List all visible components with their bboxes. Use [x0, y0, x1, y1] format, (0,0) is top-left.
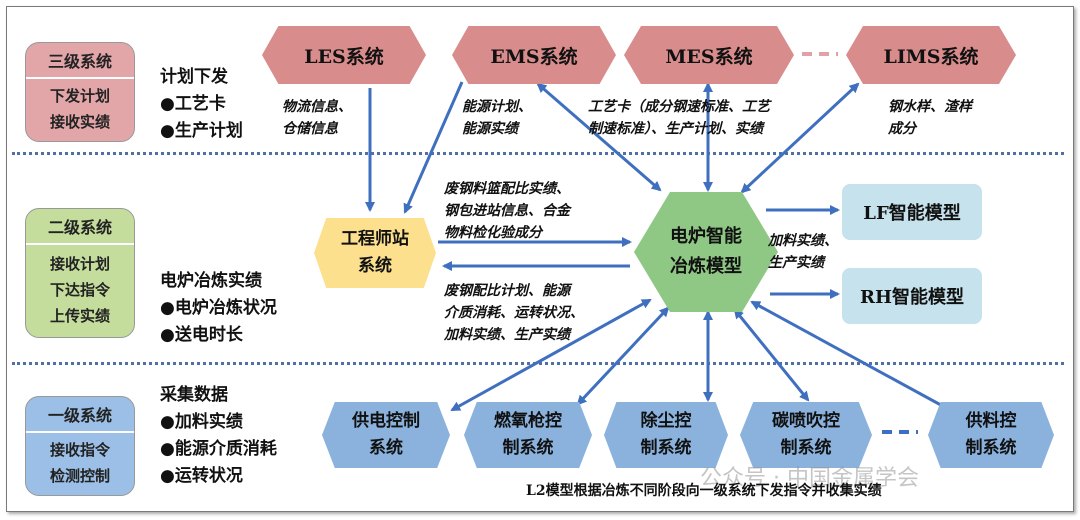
node-label: 碳喷吹控 [772, 411, 840, 431]
label-line: 钢水样、渣样 [888, 99, 972, 115]
label-line: 加料实绩、 [768, 233, 838, 249]
level-1-title: 一级系统 [26, 397, 134, 433]
lf-model-node: LF智能模型 [842, 184, 982, 240]
description-line: 电炉冶炼实绩 [160, 271, 262, 291]
to-center-label: 废钢料篮配比实绩、 钢包进站信息、合金 物料检化验成分 [444, 178, 570, 244]
label-line: 介质消耗、运转状况、 [444, 305, 584, 321]
lims-system-node: LIMS系统 [846, 26, 1016, 84]
level-2-line: 接收计划 [49, 255, 110, 273]
level-2-description: 电炉冶炼实绩 ●电炉冶炼状况 ●送电时长 [160, 268, 277, 349]
node-label: 供料控 [965, 411, 1017, 431]
description-line: ●电炉冶炼状况 [160, 298, 277, 318]
les-system-node: LES系统 [262, 26, 426, 84]
description-line: 计划下发 [160, 67, 228, 87]
bottom-note: L2模型根据冶炼不同阶段向一级系统下发指令并收集实绩 [526, 483, 882, 499]
oxy-lance-control-node: 燃氧枪控制系统 [464, 402, 592, 468]
label-line: 生产实绩 [768, 255, 824, 271]
description-line: 采集数据 [160, 385, 228, 405]
level-3-line: 接收实绩 [49, 113, 110, 131]
label-line: 仓储信息 [282, 121, 338, 137]
label-line: 能源实绩 [462, 121, 518, 137]
to-engineer-label: 废钢配比计划、能源 介质消耗、运转状况、 加料实绩、生产实绩 [444, 280, 584, 346]
center-label: 电炉智能 [670, 226, 742, 247]
arrow-center-feed [750, 300, 952, 412]
dust-removal-control-node: 除尘控制系统 [604, 402, 728, 468]
node-label: 系统 [369, 438, 403, 458]
node-label: 制系统 [965, 438, 1017, 458]
rh-model-node: RH智能模型 [842, 268, 982, 324]
label-line: 废钢料篮配比实绩、 [444, 181, 570, 197]
carbon-injection-control-node: 碳喷吹控制系统 [740, 402, 872, 468]
level-2-box: 二级系统 接收计划 下达指令 上传实绩 [25, 208, 135, 338]
diagram-frame [6, 6, 1074, 512]
label-line: 能源计划、 [462, 99, 532, 115]
description-line: ●加料实绩 [160, 412, 243, 432]
level-3-line: 下发计划 [49, 87, 110, 105]
to-models-label: 加料实绩、 生产实绩 [768, 230, 838, 274]
arrow-lims-center [740, 82, 860, 194]
engineer-label: 系统 [358, 256, 392, 276]
feed-control-node: 供料控制系统 [928, 402, 1054, 468]
les-flow-label: 物流信息、 仓储信息 [282, 96, 352, 140]
description-line: ●送电时长 [160, 325, 243, 345]
level-1-line: 接收指令 [49, 441, 110, 459]
level-1-line: 检测控制 [49, 467, 110, 485]
description-line: ●能源介质消耗 [160, 439, 277, 459]
arrow-center-oxy [576, 306, 670, 406]
ems-system-node: EMS系统 [452, 26, 616, 84]
engineer-station-node: 工程师站 系统 [314, 218, 436, 288]
arrow-ems-engineer [403, 81, 464, 214]
level-3-box: 三级系统 下发计划 接收实绩 [25, 42, 135, 142]
node-label: 制系统 [780, 438, 832, 458]
mes-system-node: MES系统 [624, 26, 794, 84]
description-line: ●运转状况 [160, 466, 243, 486]
label-line: 成分 [888, 121, 916, 137]
label-line: 加料实绩、生产实绩 [444, 327, 570, 343]
level-1-box: 一级系统 接收指令 检测控制 [25, 396, 135, 496]
watermark: 公众号 · 中国金属学会 [700, 466, 919, 491]
label-line: 废钢配比计划、能源 [444, 283, 570, 299]
level-1-description: 采集数据 ●加料实绩 ●能源介质消耗 ●运转状况 [160, 382, 277, 490]
arrow-ems-center [536, 82, 662, 192]
description-line: ●工艺卡 [160, 94, 226, 114]
level-2-line: 上传实绩 [49, 307, 110, 325]
center-label: 冶炼模型 [670, 256, 742, 277]
label-line: 物流信息、 [282, 99, 352, 115]
level-3-title: 三级系统 [26, 43, 134, 79]
level-2-title: 二级系统 [26, 209, 134, 245]
label-line: 物料检化验成分 [444, 225, 542, 241]
level-3-description: 计划下发 ●工艺卡 ●生产计划 [160, 64, 243, 145]
node-label: 制系统 [640, 438, 692, 458]
label-line: 钢包进站信息、合金 [444, 203, 570, 219]
lims-flow-label: 钢水样、渣样 成分 [888, 96, 972, 140]
level-2-line: 下达指令 [49, 281, 110, 299]
power-control-node: 供电控制系统 [322, 402, 450, 468]
engineer-label: 工程师站 [341, 229, 409, 249]
label-line: 制速标准）、生产计划、实绩 [588, 121, 763, 137]
eaf-smelting-model-node: 电炉智能 冶炼模型 [634, 192, 778, 312]
mes-flow-label: 工艺卡（成分钢速标准、工艺 制速标准）、生产计划、实绩 [588, 96, 770, 140]
ems-flow-label: 能源计划、 能源实绩 [462, 96, 532, 140]
node-label: 除尘控 [640, 411, 692, 431]
description-line: ●生产计划 [160, 121, 243, 141]
label-line: 工艺卡（成分钢速标准、工艺 [588, 99, 770, 115]
node-label: 制系统 [502, 438, 554, 458]
node-label: 燃氧枪控 [494, 411, 562, 431]
node-label: 供电控制 [352, 411, 420, 431]
arrow-center-carbon [733, 308, 810, 402]
